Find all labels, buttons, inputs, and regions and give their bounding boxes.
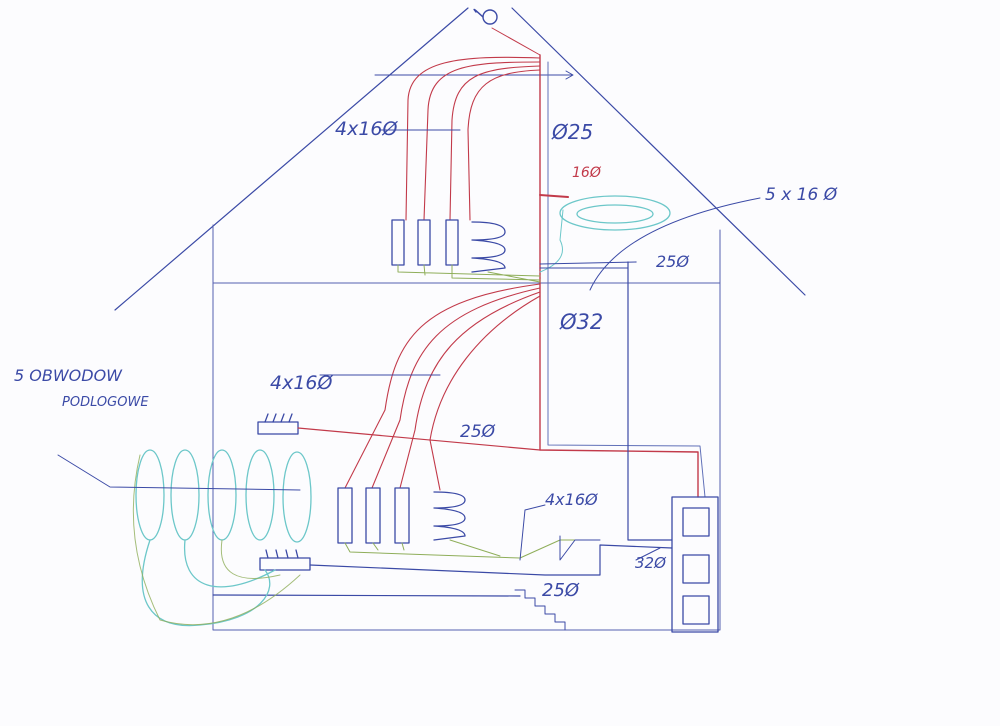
label-main-riser: Ø32 xyxy=(560,310,604,334)
attic-radiators xyxy=(391,219,506,273)
attic-16-pipe xyxy=(539,194,569,198)
floor-heating-coils xyxy=(135,449,312,627)
label-floor-circuits-1: 5 OBWODOW xyxy=(14,366,122,385)
label-attic-return: 25Ø xyxy=(656,252,689,271)
roof-left xyxy=(114,7,469,311)
manifold-supply xyxy=(297,427,541,451)
main-riser-supply xyxy=(539,54,699,498)
manifold-return xyxy=(309,544,673,576)
label-attic-riser: Ø25 xyxy=(552,120,594,144)
label-ground-radiator-pipes: 4x16Ø xyxy=(545,490,598,509)
boiler-unit xyxy=(671,496,719,633)
label-ground-return: 25Ø xyxy=(542,580,580,601)
stairs xyxy=(514,589,566,631)
label-ground-supply: 25Ø xyxy=(460,422,496,442)
attic-25-riser xyxy=(627,261,673,541)
label-floor-circuits-2: PODLOGOWE xyxy=(62,395,149,410)
ground-radiators xyxy=(337,487,466,544)
roof-right xyxy=(511,7,806,296)
red-pipe-top xyxy=(491,27,541,56)
label-attic-coil-pipe: 16Ø xyxy=(572,165,601,181)
label-boiler-pipe: 32Ø xyxy=(635,554,666,572)
ground-floor-line xyxy=(212,594,521,597)
vent-valve-icon xyxy=(482,9,498,25)
main-riser-return xyxy=(547,61,706,498)
house-walls xyxy=(212,224,721,631)
attic-returns xyxy=(397,264,541,283)
top-horizontal xyxy=(374,70,574,80)
label-attic-manifold-pipes: 4x16Ø xyxy=(335,118,398,140)
label-attic-five-circuits: 5 x 16 Ø xyxy=(765,185,838,205)
label-ground-manifold-pipes: 4x16Ø xyxy=(270,372,333,394)
attic-floor-coil xyxy=(559,195,671,231)
upper-manifold xyxy=(257,413,299,435)
lower-manifold xyxy=(259,549,311,571)
